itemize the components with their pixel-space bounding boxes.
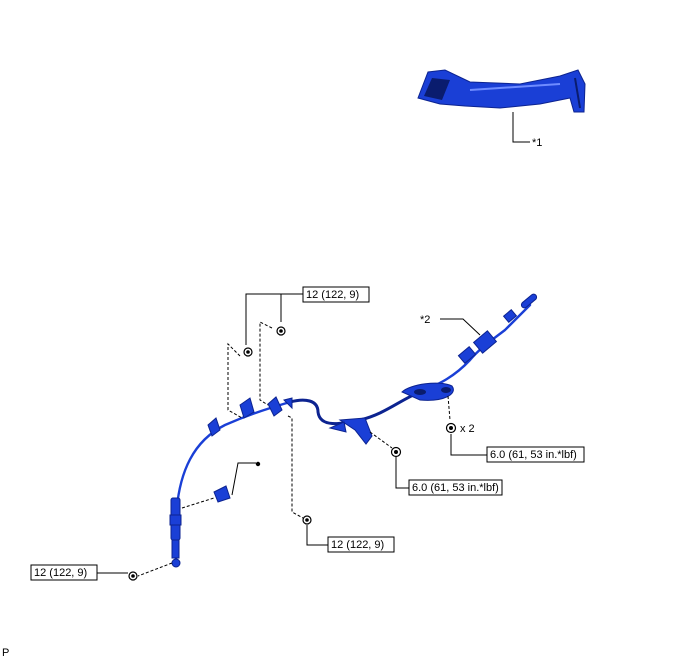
torque-box-center-nut [408, 479, 503, 496]
top-bolts-leader [245, 293, 303, 345]
torque-label-center-nut: 6.0 (61, 53 in.*lbf) [412, 482, 499, 494]
top-bolts-dash-1 [227, 342, 243, 419]
bolt-top-right [276, 326, 286, 336]
bolt-lower [302, 515, 312, 525]
nut-left [128, 571, 138, 581]
torque-label-left-nut: 12 (122, 9) [34, 567, 87, 579]
nut-center [390, 446, 402, 458]
page-code: P [2, 647, 9, 658]
torque-label-top-bolts: 12 (122, 9) [306, 289, 359, 301]
clip-leader [231, 462, 256, 496]
torque-box-right-nuts [486, 446, 585, 463]
left-nut-dash [137, 562, 173, 577]
right-nuts-leader [450, 434, 487, 456]
part-2-cable-assembly [169, 293, 538, 568]
lower-bolt-dash [287, 415, 304, 519]
part-1-duct [417, 69, 586, 113]
torque-box-left-nut [30, 564, 98, 581]
torque-label-right-nuts: 6.0 (61, 53 in.*lbf) [490, 449, 577, 461]
clip-dot [255, 461, 261, 467]
nut-right [445, 422, 457, 434]
part-2-leader [440, 318, 481, 336]
lower-bolt-leader [306, 525, 328, 546]
torque-box-lower-bolt [327, 536, 395, 553]
quantity-label: x 2 [460, 423, 475, 435]
bolt-top-left [243, 347, 253, 357]
cable-clip [213, 485, 231, 503]
center-nut-leader [395, 457, 409, 489]
right-nut-dash [447, 395, 451, 421]
torque-label-lower-bolt: 12 (122, 9) [331, 539, 384, 551]
part-1-leader [512, 112, 530, 143]
part-2-label: *2 [420, 314, 430, 326]
top-bolts-dash-2 [259, 321, 273, 406]
part-1-label: *1 [532, 137, 542, 149]
center-nut-dash [369, 431, 393, 449]
clip-dash [181, 497, 215, 509]
